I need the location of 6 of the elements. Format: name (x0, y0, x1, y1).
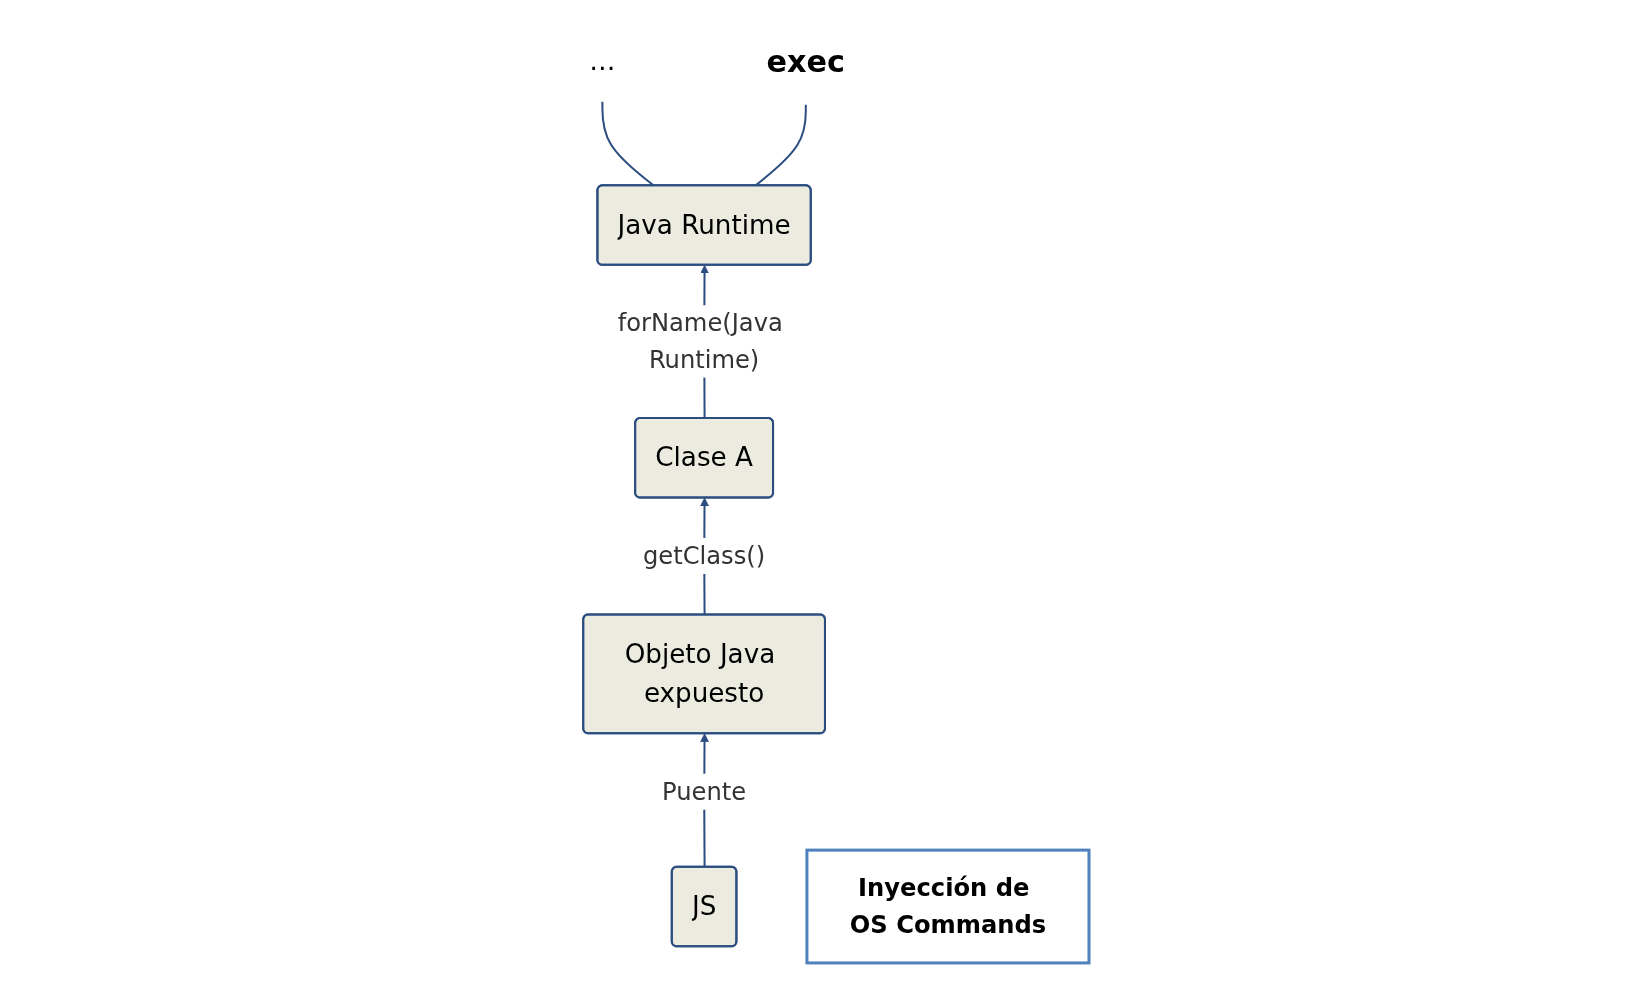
node-text: exec (766, 44, 845, 80)
node-box: Inyección de OS Commands (804, 848, 1090, 965)
edge-label: forName(Java Runtime) (617, 309, 783, 374)
edge-label: Puente (661, 777, 746, 806)
edge-label: getClass() (642, 541, 765, 571)
node-text: … (588, 46, 615, 77)
